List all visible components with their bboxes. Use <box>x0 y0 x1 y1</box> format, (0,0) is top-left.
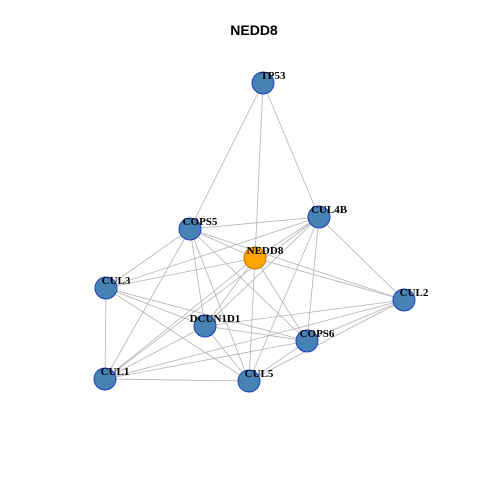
edge-cul4b-cul3 <box>105 216 320 289</box>
diagram-title: NEDD8 <box>230 22 278 38</box>
node-dcun1d1[interactable]: DCUN1D1 <box>190 313 241 338</box>
node-circle[interactable] <box>392 288 416 312</box>
node-label: CUL5 <box>245 368 274 380</box>
edge-cul1-cul5 <box>104 378 250 382</box>
node-circle[interactable] <box>243 246 267 270</box>
edge-cul4b-nedd8 <box>254 216 320 259</box>
edge-tp53-cops5 <box>189 82 264 230</box>
node-label: CUL2 <box>400 287 429 299</box>
edge-cul2-dcun1d1 <box>204 299 405 327</box>
edge-tp53-nedd8 <box>254 82 264 259</box>
node-cul4b[interactable]: CUL4B <box>307 204 348 229</box>
edge-cul3-dcun1d1 <box>105 287 206 327</box>
edge-cul3-cul5 <box>105 287 250 382</box>
edge-nedd8-cul3 <box>105 257 256 289</box>
edge-layer <box>104 82 405 382</box>
node-circle[interactable] <box>193 314 217 338</box>
node-nedd8[interactable]: NEDD8 <box>243 245 284 270</box>
edge-dcun1d1-cul5 <box>204 325 250 382</box>
node-circle[interactable] <box>307 205 331 229</box>
edge-cul4b-cul5 <box>248 216 320 382</box>
edge-cops5-dcun1d1 <box>189 228 206 327</box>
edge-cops6-cul1 <box>104 340 308 380</box>
edge-cops5-cul3 <box>105 228 191 289</box>
edge-cul4b-cops6 <box>306 216 320 342</box>
node-label: TP53 <box>260 70 286 82</box>
node-cops6[interactable]: COPS6 <box>295 328 335 353</box>
node-cul5[interactable]: CUL5 <box>237 368 274 393</box>
node-circle[interactable] <box>178 217 202 241</box>
edge-cul2-cul5 <box>248 299 405 382</box>
edge-cops5-cops6 <box>189 228 308 342</box>
node-tp53[interactable]: TP53 <box>251 70 286 95</box>
edge-cops5-cul5 <box>189 228 250 382</box>
node-label: CUL1 <box>101 366 130 378</box>
node-label: CUL4B <box>311 204 348 216</box>
node-label: DCUN1D1 <box>190 313 241 325</box>
edge-cops6-cul5 <box>248 340 308 382</box>
edge-cul3-cops6 <box>105 287 308 342</box>
node-cul1[interactable]: CUL1 <box>93 366 130 391</box>
edge-nedd8-cops6 <box>254 257 308 342</box>
edge-cul2-cops6 <box>306 299 405 342</box>
edge-cul3-cul1 <box>104 287 107 380</box>
node-circle[interactable] <box>295 329 319 353</box>
node-label: NEDD8 <box>247 245 284 257</box>
edge-dcun1d1-cops6 <box>204 325 308 342</box>
edge-nedd8-dcun1d1 <box>204 257 256 327</box>
edge-cops5-nedd8 <box>189 228 256 259</box>
edge-cul4b-cul1 <box>104 216 320 380</box>
edge-tp53-cul4b <box>262 82 320 218</box>
edge-cops5-cul2 <box>189 228 405 301</box>
node-cops5[interactable]: COPS5 <box>178 216 218 241</box>
node-circle[interactable] <box>93 367 117 391</box>
edge-cul4b-cops5 <box>189 216 320 230</box>
node-label: COPS6 <box>300 328 335 340</box>
edge-dcun1d1-cul1 <box>104 325 206 380</box>
node-label: CUL3 <box>102 275 131 287</box>
node-cul2[interactable]: CUL2 <box>392 287 429 312</box>
node-cul3[interactable]: CUL3 <box>94 275 131 300</box>
edge-cul2-cul1 <box>104 299 405 380</box>
node-label: COPS5 <box>183 216 218 228</box>
edge-cul4b-cul2 <box>318 216 405 301</box>
edge-cul4b-dcun1d1 <box>204 216 320 327</box>
node-circle[interactable] <box>237 369 261 393</box>
node-circle[interactable] <box>94 276 118 300</box>
node-circle[interactable] <box>251 71 275 95</box>
edge-nedd8-cul2 <box>254 257 405 301</box>
edge-nedd8-cul1 <box>104 257 256 380</box>
